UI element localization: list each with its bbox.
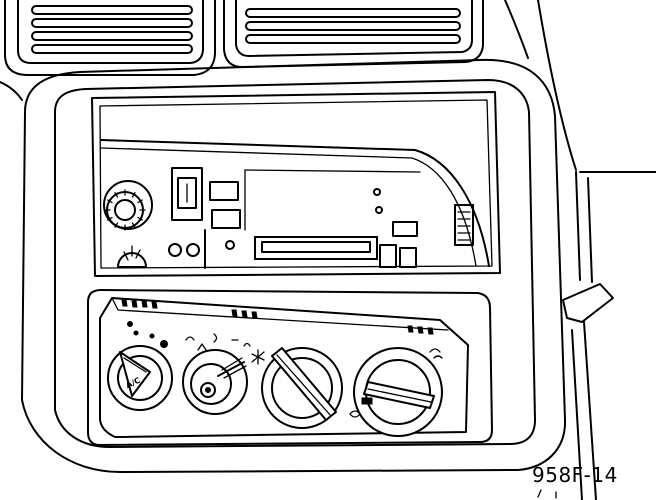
console-inner-bezel — [54, 79, 536, 448]
climate-panel-recess — [87, 289, 493, 446]
cassette-slot — [254, 236, 378, 260]
console-outer-bezel — [21, 58, 567, 473]
radio-volume-knob — [103, 180, 153, 231]
radio-side-ribbing — [454, 204, 474, 246]
radio-indicator — [225, 240, 235, 250]
mode-selector-knob — [182, 349, 248, 415]
figure-label-marks — [537, 489, 557, 499]
recirculation-marking — [251, 349, 265, 365]
radio-button-small-2 — [399, 247, 417, 268]
radio-unit — [100, 139, 490, 267]
right-air-vent — [223, 0, 484, 68]
dashboard-right-side — [562, 171, 656, 500]
radio-small-knob-left — [168, 243, 182, 257]
fan-speed-markings — [127, 321, 168, 348]
radio-tuning-knob — [117, 245, 147, 268]
radio-small-knob-right — [186, 243, 200, 257]
radio-button-small-1 — [379, 244, 397, 268]
airflow-distribution-knob — [353, 347, 443, 437]
climate-panel-face — [99, 297, 469, 438]
mode-markings — [185, 333, 251, 351]
left-air-vent — [4, 0, 216, 76]
temperature-knob — [261, 347, 343, 429]
radio-led-upper — [373, 188, 381, 196]
radio-led-lower — [375, 206, 383, 214]
radio-opening — [91, 91, 501, 277]
fan-ac-knob: A/C — [107, 345, 173, 411]
radio-button-lower — [211, 209, 241, 229]
radio-button-upper — [209, 181, 239, 201]
dash-top-right-edge — [504, 0, 529, 59]
climate-panel-top-ridges — [111, 297, 449, 335]
dash-side-contour — [537, 0, 577, 171]
radio-eject-button — [392, 221, 418, 237]
figure-label: 958F-14 — [532, 463, 618, 487]
dash-trim-line — [0, 81, 23, 101]
radio-power-switch — [171, 167, 203, 221]
